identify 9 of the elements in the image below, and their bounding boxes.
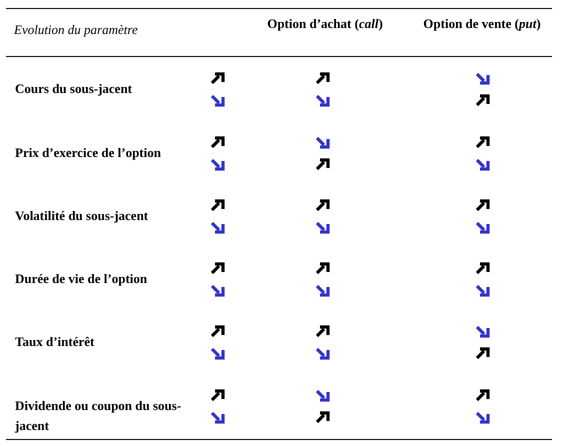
- column-header: Option d’achat (call): [266, 15, 384, 33]
- row-label: Durée de vie de l’option: [15, 270, 148, 288]
- row-label: Cours du sous-jacent: [15, 80, 134, 98]
- column-header: Evolution du paramètre: [14, 21, 138, 39]
- row-label: Volatilité du sous-jacent: [15, 207, 150, 225]
- row-label: Dividende ou coupon du sous-jacent: [15, 397, 182, 435]
- row-label: Prix d’exercice de l’option: [15, 144, 162, 162]
- row-label: Taux d’intérêt: [15, 333, 96, 351]
- column-header: Option de vente (put): [422, 15, 542, 33]
